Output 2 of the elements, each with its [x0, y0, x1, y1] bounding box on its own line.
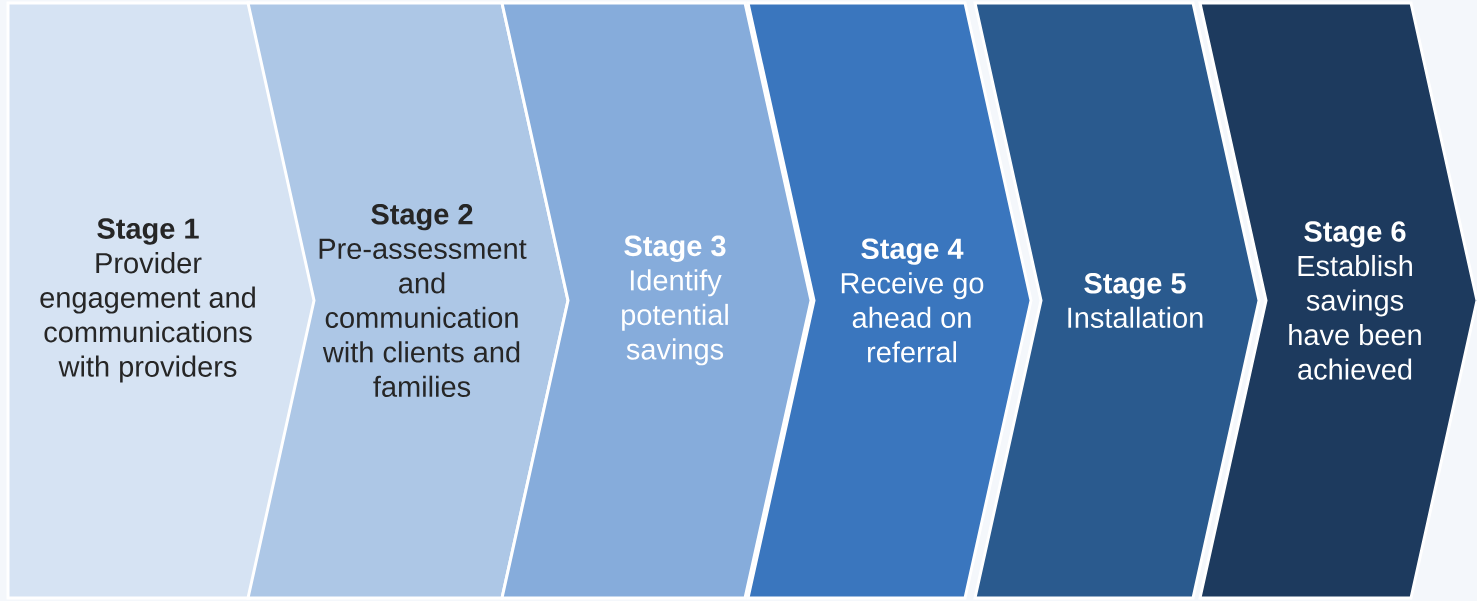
process-step: Stage 1 Provider engagement and communications with providers: [6, 1, 318, 600]
process-step: Stage 4 Receive go ahead on referral: [746, 1, 1033, 600]
